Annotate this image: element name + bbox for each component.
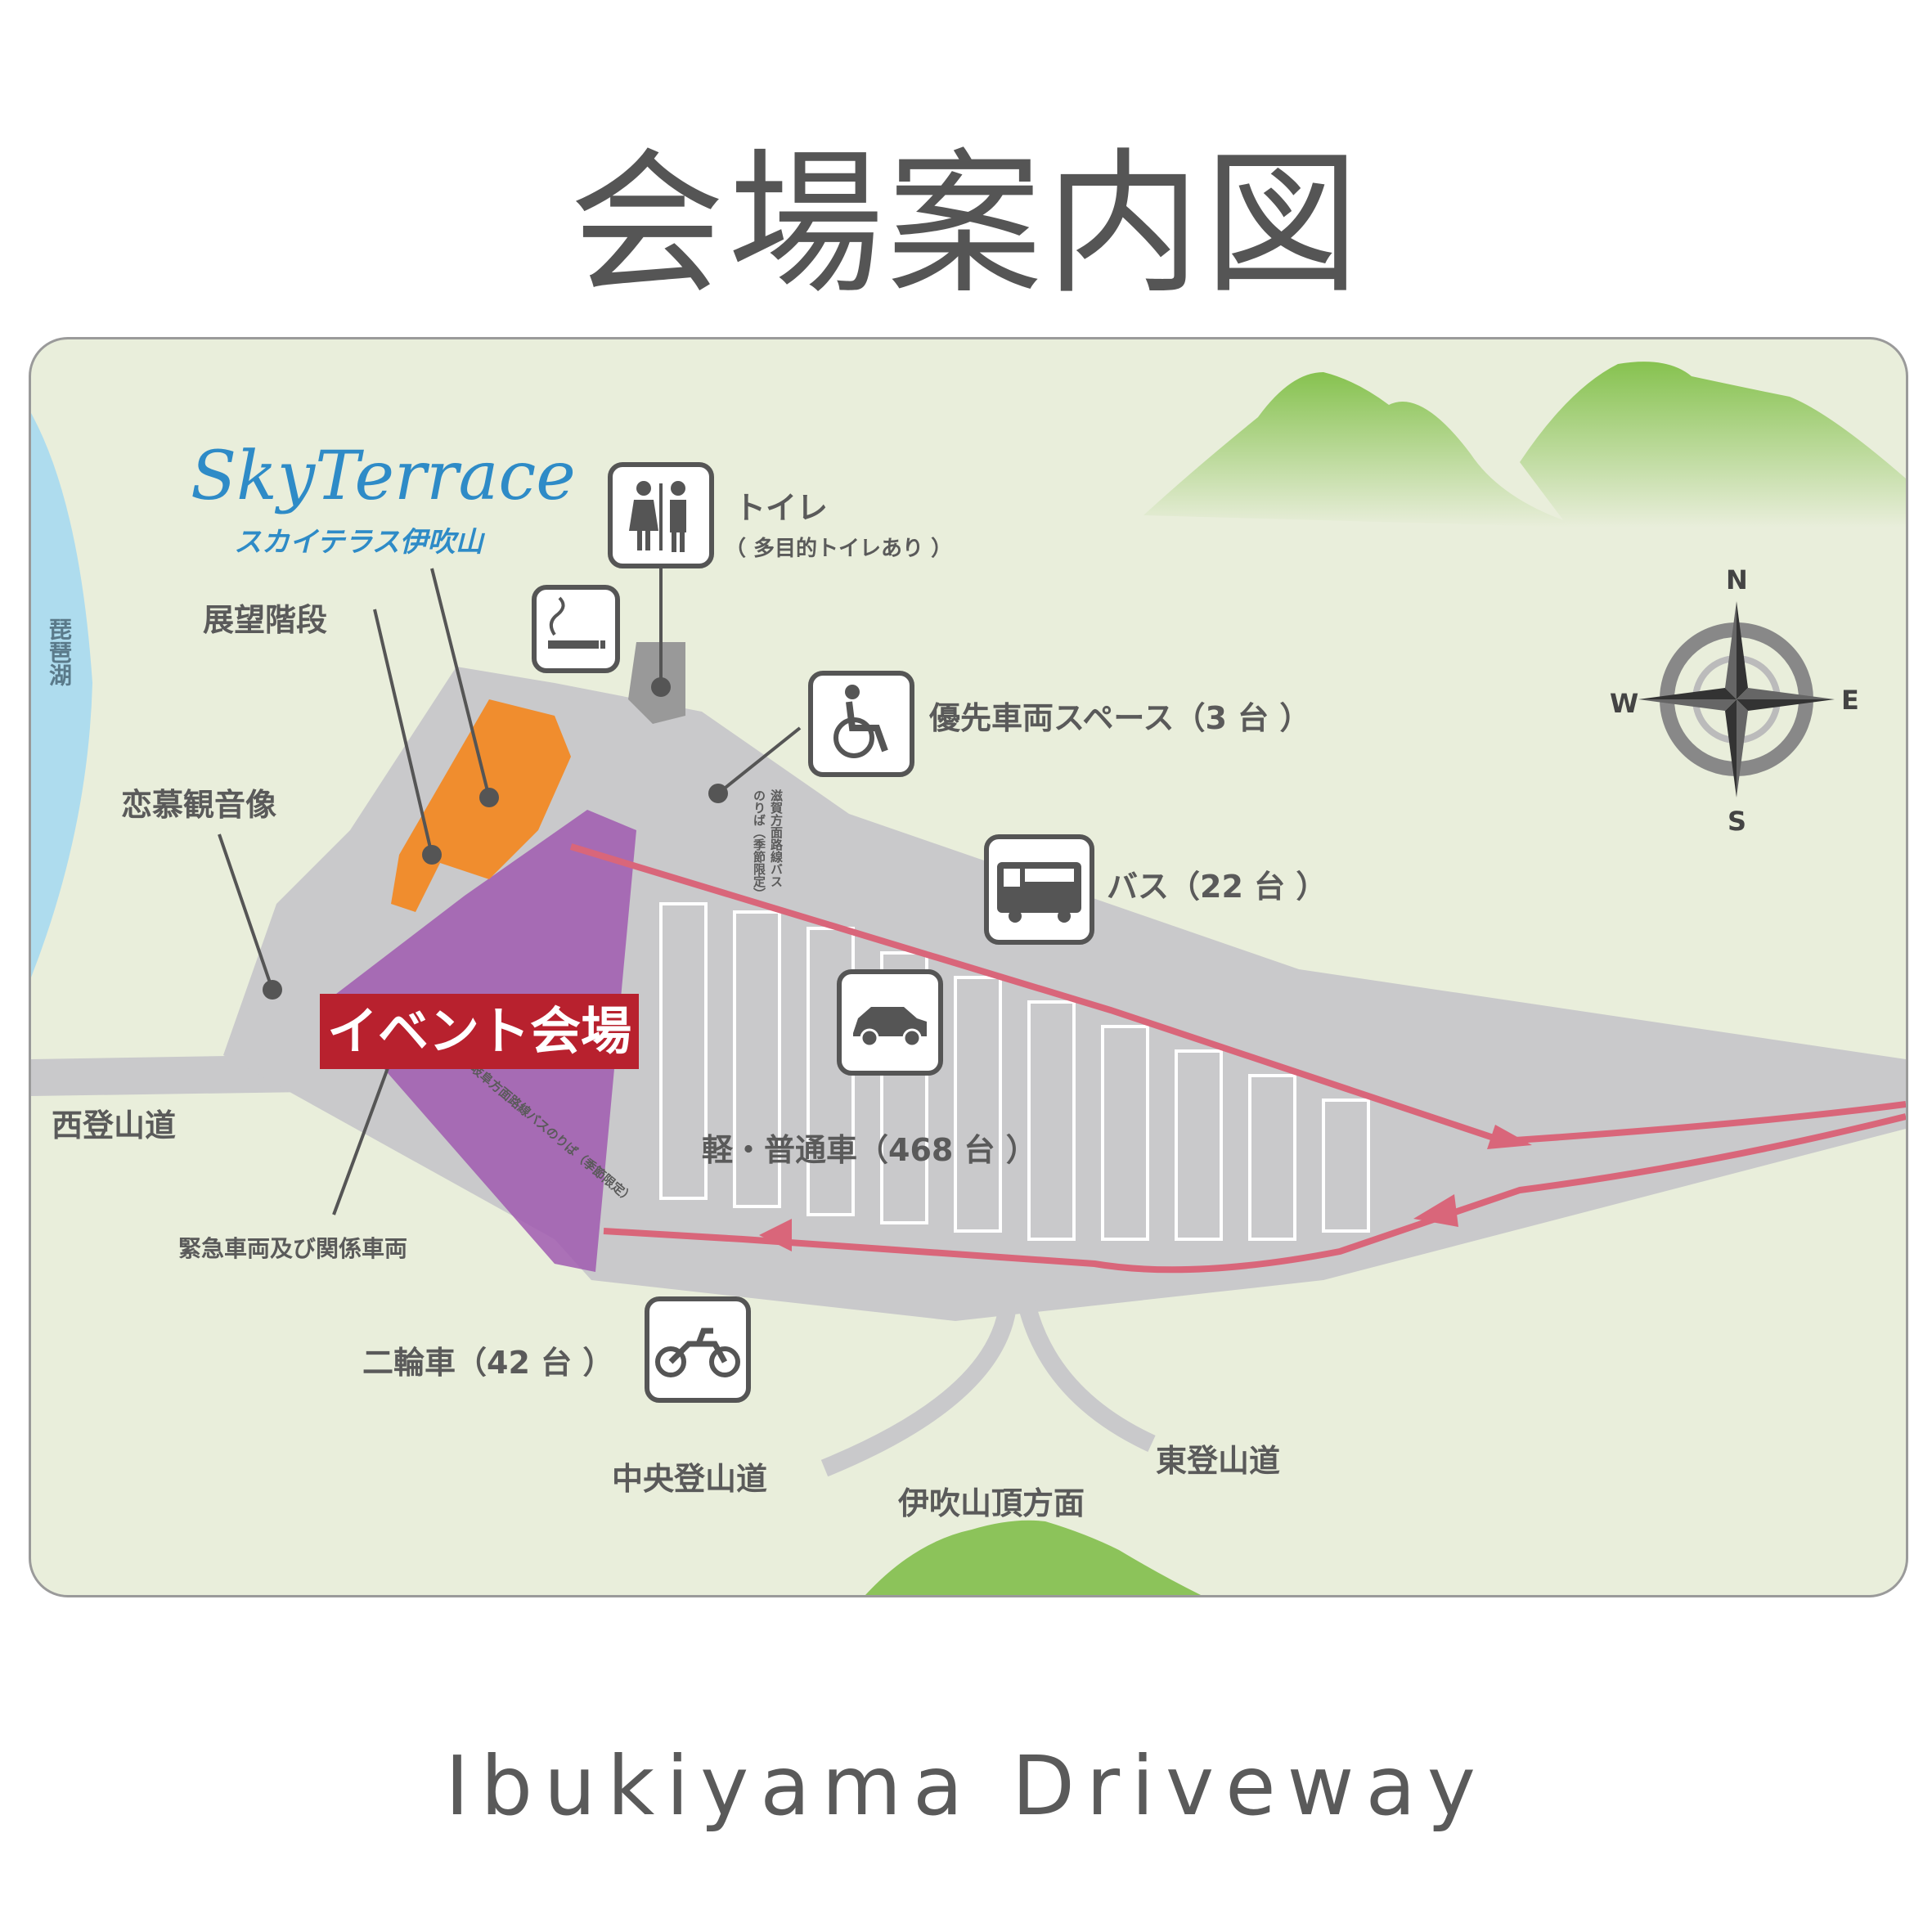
leader-lines: [218, 503, 802, 1215]
east-trail-label: 東登山道: [1156, 1443, 1281, 1479]
bike-label: 二輪車（42 台 ）: [362, 1345, 614, 1381]
mountain-left: [1143, 372, 1585, 528]
event-venue-label: イベント会場: [320, 994, 639, 1069]
route-arrow-3: [759, 1219, 792, 1251]
route-line: [569, 843, 1906, 1145]
map-panel: SkyTerrace スカイテラス伊吹山 琵琶湖 展望階段 恋慕観音像 トイレ …: [29, 337, 1908, 1597]
emergency-label: 緊急車両及び関係車両: [178, 1235, 408, 1262]
compass-w: W: [1610, 688, 1639, 719]
bus-label: バス（22 台 ）: [1107, 869, 1328, 905]
lake: [31, 413, 92, 977]
skyterrace-logo: SkyTerrace: [191, 438, 576, 515]
trail-east: [1016, 1294, 1156, 1452]
wheelchair-icon: [808, 671, 914, 777]
page-title: 会場案内図: [568, 134, 1363, 315]
car-icon: [837, 969, 943, 1076]
lake-label: 琵琶湖: [46, 618, 73, 686]
stairs-label: 展望階段: [203, 602, 328, 638]
compass-e: E: [1841, 685, 1859, 716]
car-label: 軽・普通車（468 台 ）: [702, 1132, 1037, 1168]
mountain-bottom: [865, 1520, 1201, 1595]
trail-central: [820, 1296, 1018, 1477]
route-arrow-1: [1487, 1125, 1532, 1149]
route-line-return: [603, 1113, 1906, 1274]
summit-label: 伊吹山頂方面: [898, 1485, 1085, 1521]
shiga-bus-label: 滋賀方面路線バスのりば（季節限定）: [752, 789, 784, 900]
west-trail-label: 西登山道: [52, 1108, 177, 1143]
mountain-right: [1520, 362, 1906, 528]
toilet-icon: [608, 462, 714, 568]
motorcycle-icon: [645, 1296, 751, 1403]
skyterrace-logo-jp: スカイテラス伊吹山: [234, 526, 483, 559]
statue-label: 恋慕観音像: [121, 787, 277, 823]
compass-s: S: [1728, 806, 1747, 837]
priority-label: 優先車両スペース（3 台 ）: [929, 700, 1311, 736]
central-trail-label: 中央登山道: [612, 1461, 768, 1497]
compass-rose: [1638, 601, 1835, 798]
west-road: [31, 1055, 309, 1096]
brand-footer: Ibukiyama Driveway: [445, 1738, 1487, 1834]
bus-icon: [984, 834, 1094, 945]
smoking-icon: [532, 585, 620, 673]
toilet-note: （ 多目的トイレあり ）: [725, 537, 953, 561]
route-arrow-2: [1413, 1194, 1458, 1227]
compass-n: N: [1726, 564, 1748, 595]
leader-dots: [263, 677, 728, 1000]
toilet-label: トイレ: [735, 490, 829, 526]
